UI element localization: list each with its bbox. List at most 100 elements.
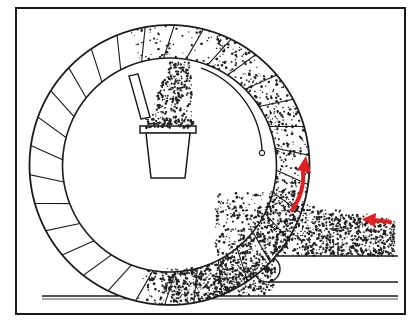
gravel-speck <box>295 235 296 236</box>
gravel-speck <box>156 104 158 106</box>
gravel-speck <box>200 42 203 45</box>
gravel-speck <box>244 61 247 64</box>
gravel-speck <box>190 267 193 270</box>
gravel-speck <box>328 245 329 246</box>
gravel-speck <box>356 249 358 251</box>
gravel-speck <box>279 218 281 220</box>
gravel-speck <box>240 236 241 237</box>
gravel-speck <box>302 222 303 223</box>
gravel-speck <box>253 237 255 239</box>
gravel-speck <box>259 260 260 261</box>
gravel-speck <box>328 231 330 233</box>
gravel-speck <box>172 78 173 79</box>
gravel-speck <box>309 241 311 243</box>
gravel-speck <box>393 225 394 226</box>
gravel-speck <box>207 297 208 298</box>
gravel-speck <box>258 215 260 217</box>
gravel-speck <box>168 52 169 53</box>
gravel-speck <box>284 230 286 232</box>
gravel-speck <box>194 49 195 50</box>
gravel-speck <box>254 91 256 93</box>
gravel-speck <box>339 224 341 226</box>
gravel-speck <box>285 159 287 161</box>
gravel-speck <box>171 297 173 299</box>
gravel-speck <box>326 224 327 225</box>
gravel-speck <box>322 241 323 242</box>
gravel-speck <box>192 276 193 277</box>
gravel-speck <box>154 27 155 28</box>
gravel-speck <box>166 274 167 275</box>
gravel-speck <box>316 216 318 218</box>
gravel-speck <box>349 227 351 229</box>
gravel-speck <box>333 220 335 222</box>
gravel-speck <box>189 125 191 127</box>
gravel-speck <box>286 182 288 184</box>
gravel-speck <box>244 84 246 86</box>
gravel-speck <box>304 235 306 237</box>
gravel-speck <box>248 223 250 225</box>
gravel-speck <box>305 187 306 188</box>
gravel-speck <box>275 137 277 139</box>
gravel-speck <box>317 213 319 215</box>
gravel-speck <box>341 244 343 246</box>
gravel-speck <box>174 110 176 112</box>
gravel-speck <box>262 263 263 264</box>
gravel-speck <box>251 272 253 274</box>
gravel-speck <box>268 121 269 122</box>
gravel-speck <box>272 199 273 200</box>
gravel-speck <box>174 90 176 92</box>
gravel-speck <box>239 207 241 209</box>
gravel-speck <box>207 277 208 278</box>
gravel-speck <box>223 241 226 244</box>
gravel-speck <box>229 203 231 205</box>
gravel-speck <box>280 114 283 117</box>
gravel-speck <box>185 277 187 279</box>
gravel-speck <box>236 196 239 199</box>
gravel-speck <box>179 303 181 305</box>
gravel-speck <box>201 288 202 289</box>
gravel-speck <box>169 85 170 86</box>
gravel-speck <box>260 286 262 288</box>
gravel-speck <box>160 126 161 127</box>
gravel-speck <box>271 77 272 78</box>
gravel-speck <box>287 225 289 227</box>
gravel-speck <box>252 233 253 234</box>
gravel-speck <box>292 198 294 200</box>
gravel-speck <box>275 231 277 233</box>
gravel-speck <box>286 229 288 231</box>
gravel-speck <box>181 86 183 88</box>
gravel-speck <box>279 202 281 204</box>
gravel-speck <box>272 238 274 240</box>
gravel-speck <box>230 246 233 249</box>
gravel-speck <box>306 153 309 156</box>
gravel-speck <box>255 286 256 287</box>
gravel-speck <box>379 252 381 254</box>
gravel-speck <box>188 31 189 32</box>
gravel-speck <box>148 57 150 59</box>
gravel-speck <box>225 253 227 255</box>
gravel-speck <box>269 242 271 244</box>
gravel-speck <box>257 267 258 268</box>
gravel-speck <box>230 70 232 72</box>
gravel-speck <box>378 249 381 252</box>
gravel-speck <box>316 249 317 250</box>
gravel-speck <box>375 249 376 250</box>
gravel-speck <box>305 219 306 220</box>
gravel-speck <box>310 227 311 228</box>
gravel-speck <box>277 238 279 240</box>
gravel-speck <box>273 112 275 114</box>
gravel-speck <box>265 261 267 263</box>
gravel-speck <box>351 219 353 221</box>
gravel-speck <box>278 200 279 201</box>
gravel-speck <box>265 209 266 210</box>
gravel-speck <box>383 231 386 234</box>
gravel-speck <box>184 120 185 121</box>
gravel-speck <box>302 234 304 236</box>
gravel-speck <box>259 82 261 84</box>
gravel-speck <box>238 294 241 297</box>
gravel-speck <box>260 288 261 289</box>
gravel-speck <box>293 254 294 255</box>
gravel-speck <box>221 274 223 276</box>
gravel-speck <box>169 74 170 75</box>
gravel-speck <box>210 293 212 295</box>
